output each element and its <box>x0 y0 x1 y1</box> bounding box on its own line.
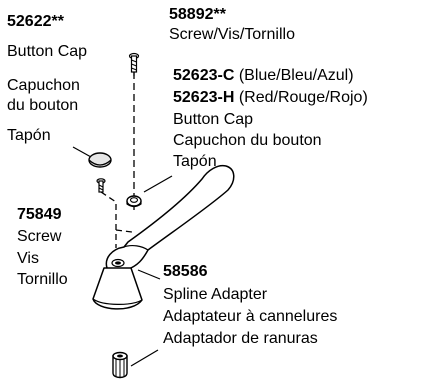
lever-base-icon <box>92 267 143 310</box>
button-cap-52622-icon <box>88 152 112 168</box>
part-color-52623-h: (Red/Rouge/Rojo) <box>238 89 368 106</box>
part-variant-52623-c: 52623-C (Blue/Bleu/Azul) <box>173 66 354 86</box>
part-color-52623-c: (Blue/Bleu/Azul) <box>238 67 354 84</box>
part-label-75849-en: Screw <box>17 228 62 245</box>
part-label-52623-es: Tapón <box>173 153 217 170</box>
part-label-52622-fr-2: du bouton <box>7 97 79 114</box>
screw-75849-dashed-path <box>100 191 117 248</box>
leader-58586-adapter <box>130 349 159 367</box>
leader-52623 <box>143 175 173 193</box>
part-label-52622-fr-1: Capuchon <box>7 77 80 94</box>
part-number-52623-c: 52623-C <box>173 67 235 84</box>
part-label-52622-en: Button Cap <box>7 43 88 60</box>
part-label-58586-en: Spline Adapter <box>163 286 268 303</box>
part-number-58586: 58586 <box>163 263 208 280</box>
part-variant-52623-h: 52623-H (Red/Rouge/Rojo) <box>173 88 368 108</box>
part-label-52623-en: Button Cap <box>173 111 254 128</box>
screw-58892-icon <box>128 52 140 76</box>
part-number-52622: 52622** <box>7 13 64 30</box>
part-label-58586-es: Adaptador de ranuras <box>163 330 318 347</box>
leader-58586 <box>137 269 161 280</box>
part-label-75849-es: Tornillo <box>17 271 68 288</box>
spline-adapter-icon <box>112 351 128 379</box>
part-number-75849: 75849 <box>17 206 62 223</box>
part-label-75849-fr: Vis <box>17 250 39 267</box>
screw-75849-icon <box>96 178 106 193</box>
screw-75849-dashed-path-2 <box>115 229 133 233</box>
leader-52622 <box>72 146 92 158</box>
part-label-58892: Screw/Vis/Tornillo <box>169 26 295 43</box>
part-number-58892: 58892** <box>169 6 226 23</box>
lever-handle-icon <box>105 164 235 272</box>
part-label-52623-fr: Capuchon du bouton <box>173 132 322 149</box>
button-cap-52623-icon <box>126 195 142 208</box>
part-label-52622-es: Tapón <box>7 127 51 144</box>
part-number-52623-h: 52623-H <box>173 89 235 106</box>
part-label-58586-fr: Adaptateur à cannelures <box>163 308 338 325</box>
